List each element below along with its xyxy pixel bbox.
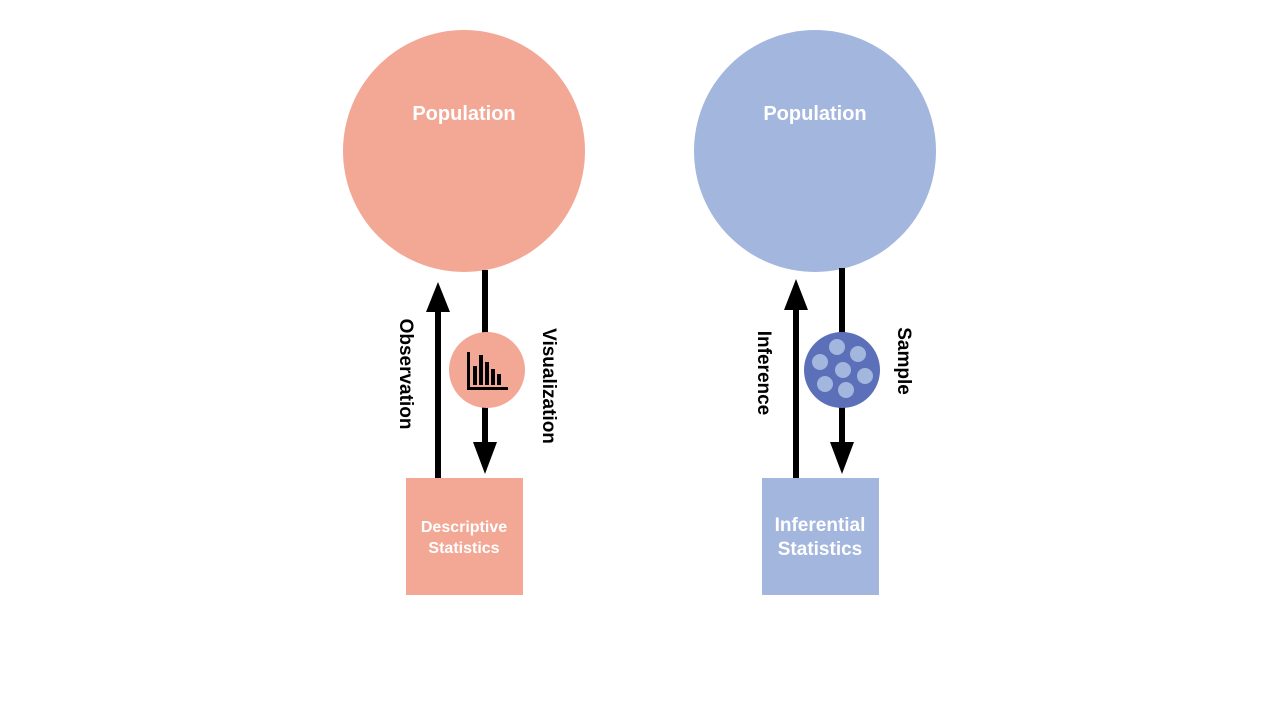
inference-arrow xyxy=(784,279,808,478)
inferential-population-label: Population xyxy=(763,103,866,125)
observation-label: Observation xyxy=(395,319,416,430)
descriptive-box-line2: Statistics xyxy=(428,540,499,557)
inference-label: Inference xyxy=(753,331,774,415)
inferential-population-circle xyxy=(694,30,936,272)
observation-arrow xyxy=(426,282,450,478)
descriptive-statistics-box xyxy=(406,478,523,595)
sample-label: Sample xyxy=(893,327,914,395)
bar-chart-icon xyxy=(449,332,525,408)
inferential-box-line1: Inferential xyxy=(775,515,866,536)
descriptive-box-line1: Descriptive xyxy=(421,519,507,536)
inferential-box-line2: Statistics xyxy=(778,539,862,560)
descriptive-population-circle xyxy=(343,30,585,272)
descriptive-population-label: Population xyxy=(412,103,515,125)
sample-dots-icon xyxy=(804,332,880,408)
descriptive-panel: Population Observation Visualization Des… xyxy=(343,30,585,595)
inferential-statistics-box xyxy=(762,478,879,595)
inferential-panel: Population Inference Sample Inferential … xyxy=(694,30,936,595)
visualization-label: Visualization xyxy=(538,328,559,444)
